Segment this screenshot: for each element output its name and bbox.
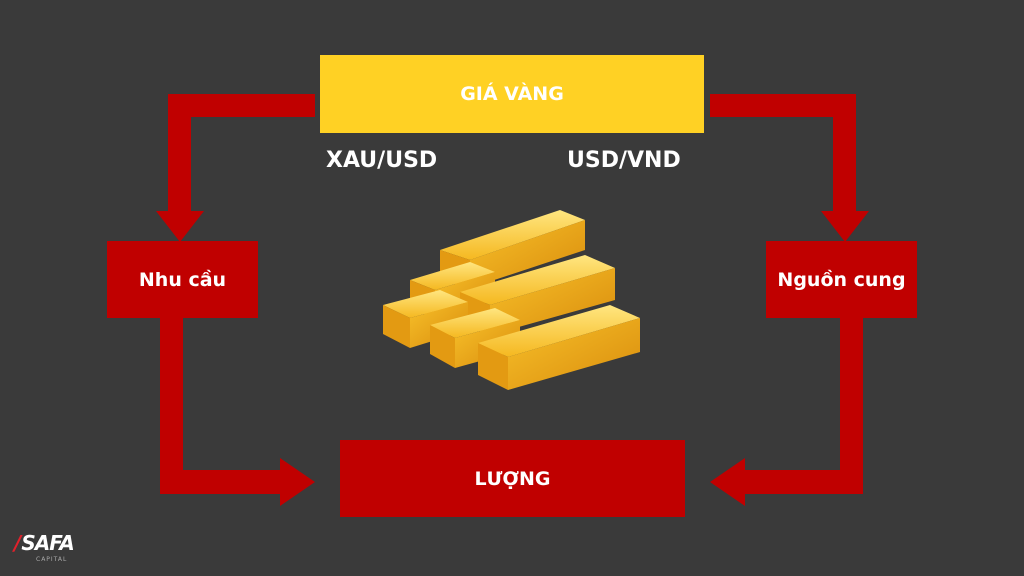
gold-bar [430,308,520,368]
gold-price-label: GIÁ VÀNG [460,83,564,105]
demand-label: Nhu cầu [138,268,227,291]
demand-box: Nhu cầu [107,241,258,318]
logo-wordmark: /SAFA [14,531,75,555]
gold-bar [478,305,640,390]
safa-logo: /SAFA CAPITAL [14,531,75,564]
logo-slash-icon: / [14,531,21,555]
supply-box: Nguồn cung [766,241,917,318]
quantity-box: LƯỢNG [340,440,685,517]
logo-text: SAFA [21,531,74,555]
arrow-price-to-demand [156,94,315,242]
arrow-price-to-supply [710,94,869,242]
gold-bar [383,290,468,348]
logo-subtext: CAPITAL [36,556,68,563]
supply-label: Nguồn cung [777,268,906,291]
arrow-demand-to-quantity [160,318,315,506]
quantity-label: LƯỢNG [474,467,551,490]
arrow-supply-to-quantity [710,318,863,506]
gold-price-box: GIÁ VÀNG [320,55,704,133]
usd-vnd-label: USD/VND [567,148,681,173]
xau-usd-label: XAU/USD [326,148,438,173]
